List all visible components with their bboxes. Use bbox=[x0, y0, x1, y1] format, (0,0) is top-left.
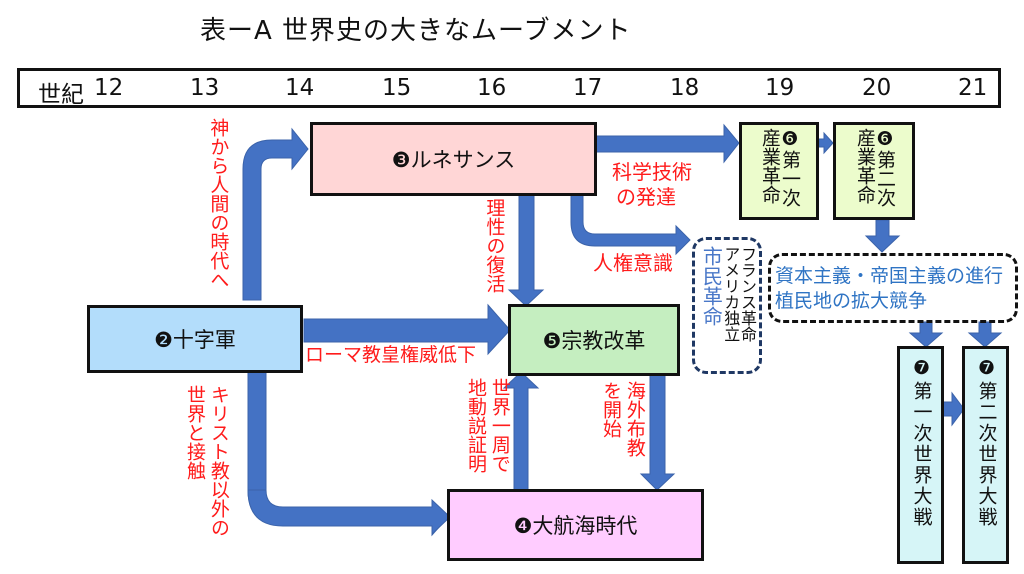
node-age-of-discovery-label: ❹大航海時代 bbox=[513, 514, 638, 538]
annotation-line: の発達 bbox=[616, 185, 676, 209]
annotation-line: キリスト教以外の bbox=[207, 385, 230, 537]
annotation-god-to-human: 神から人間の時代へ bbox=[207, 118, 230, 289]
annotation-papal-decline: ローマ教皇権威低下 bbox=[305, 344, 477, 366]
century-tick: 20 bbox=[862, 75, 892, 101]
arrow-industrial1-to-industrial2 bbox=[818, 131, 834, 155]
node-imperialism: 資本主義・帝国主義の進行 植民地の拡大競争 bbox=[768, 253, 1018, 323]
annotation-line: 世界一周で bbox=[488, 378, 511, 473]
annotation-line: 海外布教 bbox=[623, 381, 646, 457]
arrow-renaissance-to-reformation bbox=[507, 194, 545, 307]
century-tick: 16 bbox=[477, 75, 507, 101]
annotation-circumnavigation: 世界一周で 地動説証明 bbox=[464, 378, 511, 473]
annotation-human-rights: 人権意識 bbox=[593, 251, 673, 275]
annotation-science-technology: 科学技術 の発達 bbox=[612, 160, 692, 210]
civil-revolution-label: 市民革命 bbox=[699, 246, 724, 326]
annotation-revival-of-reason: 理性の復活 bbox=[483, 198, 506, 293]
imperialism-line: 植民地の拡大競争 bbox=[775, 289, 928, 312]
node-crusade-label: ❷十字軍 bbox=[154, 328, 236, 352]
civil-revolution-item: フランス革命 bbox=[738, 246, 757, 342]
annotation-line: 地動説証明 bbox=[464, 378, 487, 473]
node-reformation-label: ❺宗教改革 bbox=[542, 329, 646, 353]
node-age-of-discovery: ❹大航海時代 bbox=[447, 489, 704, 561]
annotation-line: を開始 bbox=[599, 381, 622, 438]
annotation-line: 科学技術 bbox=[612, 160, 692, 184]
arrow-crusade-to-voyage-shaft bbox=[247, 489, 451, 536]
civil-revolution-item: アメリカ独立 bbox=[721, 246, 741, 342]
century-tick: 14 bbox=[285, 75, 315, 101]
diagram-title: 表ーA 世界史の大きなムーブメント bbox=[200, 16, 632, 46]
node-reformation: ❺宗教改革 bbox=[508, 304, 680, 376]
century-tick: 13 bbox=[190, 75, 220, 101]
arrow-voyage-to-reformation bbox=[502, 371, 540, 491]
node-second-industrial-revolution-label: ❻第二次産業革命 bbox=[854, 128, 896, 207]
century-tick: 21 bbox=[958, 75, 988, 101]
arrow-imperialism-to-ww2 bbox=[967, 321, 1003, 348]
century-tick: 15 bbox=[382, 75, 412, 101]
node-world-war-2-label: ❼第二次世界大戦 bbox=[975, 357, 998, 528]
arrow-industrial2-to-imperialism bbox=[864, 219, 901, 253]
arrow-renaissance-to-industrial1 bbox=[595, 123, 740, 164]
century-unit-label: 世紀 bbox=[38, 82, 84, 108]
node-renaissance-label: ❸ルネサンス bbox=[391, 148, 516, 172]
node-second-industrial-revolution: ❻第二次産業革命 bbox=[833, 122, 915, 220]
node-first-industrial-revolution-label: ❻第一次産業革命 bbox=[759, 128, 801, 207]
century-tick: 12 bbox=[94, 75, 124, 101]
arrow-renaissance-to-civil-revolution bbox=[570, 194, 691, 256]
node-renaissance: ❸ルネサンス bbox=[310, 122, 597, 196]
node-world-war-1-label: ❼第一次世界大戦 bbox=[910, 357, 933, 528]
century-timeline: 世紀 12 13 14 15 16 17 18 19 20 21 bbox=[17, 68, 1001, 108]
annotation-missionary: 海外布教 を開始 bbox=[599, 381, 646, 457]
node-world-war-2: ❼第二次世界大戦 bbox=[962, 346, 1009, 564]
century-tick: 17 bbox=[573, 75, 603, 101]
annotation-contact-non-christian-world: キリスト教以外の 世界と接触 bbox=[183, 385, 230, 537]
node-world-war-1: ❼第一次世界大戦 bbox=[897, 346, 944, 564]
century-tick: 18 bbox=[670, 75, 700, 101]
annotation-line: 世界と接触 bbox=[183, 385, 206, 480]
century-tick: 19 bbox=[765, 75, 795, 101]
arrow-ww1-to-ww2 bbox=[941, 391, 965, 427]
arrow-reformation-to-voyage bbox=[639, 373, 676, 491]
arrow-crusade-to-renaissance bbox=[242, 127, 309, 301]
arrow-crusade-to-reformation bbox=[303, 303, 511, 356]
node-first-industrial-revolution: ❻第一次産業革命 bbox=[739, 122, 819, 220]
imperialism-line: 資本主義・帝国主義の進行 bbox=[775, 265, 1004, 287]
node-civil-revolution: フランス革命 アメリカ独立 市民革命 bbox=[692, 237, 762, 374]
arrow-imperialism-to-ww1 bbox=[908, 321, 944, 348]
node-crusade: ❷十字軍 bbox=[87, 305, 303, 373]
